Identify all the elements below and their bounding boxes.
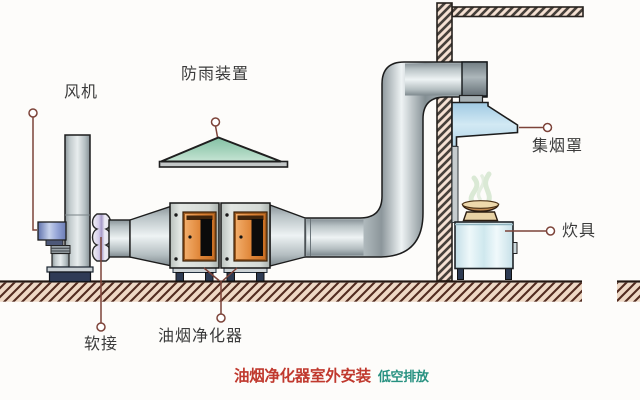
purifier-callout (203, 267, 238, 323)
soft-joint-label: 软接 (84, 336, 119, 353)
rain-cover (158, 136, 289, 168)
ground (0, 280, 640, 302)
ceiling-slab (451, 6, 584, 18)
fan-callout (28, 108, 38, 231)
fan-unit (37, 134, 94, 283)
kitchen-wall (436, 2, 453, 282)
rain-cover-label: 防雨装置 (181, 66, 250, 83)
wall-panel (451, 146, 459, 223)
diagram-subtitle: 低空排放 (377, 369, 429, 384)
wok-bowl (461, 200, 500, 222)
cooking-stove (454, 221, 518, 280)
callouts (28, 108, 556, 332)
cooker-callout (505, 226, 556, 236)
purifier-label: 油烟净化器 (158, 328, 244, 345)
fan-motor (37, 221, 67, 241)
diagram-title: 油烟净化器室外安装 (234, 368, 371, 385)
outlet-cone (269, 203, 306, 267)
duct-end-cap (461, 61, 488, 97)
inlet-cone (129, 205, 173, 267)
purifier-units (169, 202, 271, 282)
rain-cover-callout (210, 117, 221, 138)
smoke-hood (451, 101, 519, 148)
cooker-label: 炊具 (562, 223, 597, 240)
fan-base (46, 266, 94, 283)
soft-joint-callout (96, 237, 106, 332)
inlet-duct-stub (108, 219, 131, 258)
purifier-unit-2 (220, 202, 271, 282)
fan-coupling (50, 245, 71, 254)
diagram-title-row: 油烟净化器室外安装 低空排放 (234, 364, 429, 386)
fan-pedestal (51, 252, 70, 268)
smoke-hood-label: 集烟罩 (532, 138, 584, 155)
purifier-unit-1 (169, 202, 220, 282)
smoke-hood-callout (519, 122, 553, 133)
fan-label: 风机 (64, 84, 99, 101)
